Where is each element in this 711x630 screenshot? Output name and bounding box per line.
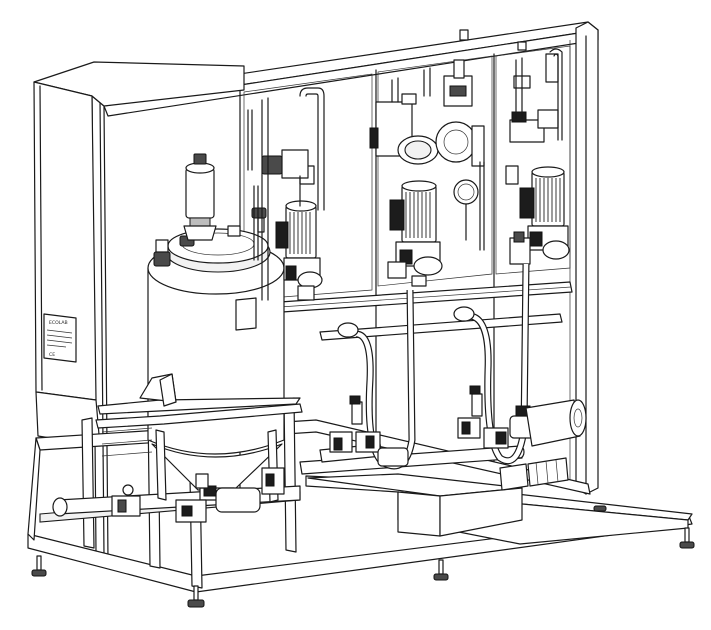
leveling-feet (31, 505, 695, 608)
nameplate-mark: CE (49, 352, 55, 358)
nameplate: ECOLAB CE (43, 313, 77, 363)
pump-3 (505, 53, 570, 265)
pump-2 (369, 59, 485, 287)
internal-piping (247, 48, 563, 301)
nameplate-brand: ECOLAB (49, 320, 68, 326)
pump-1 (261, 149, 323, 301)
lower-valves (329, 385, 587, 491)
tank-bottom-valves (111, 467, 285, 523)
mixing-tank (95, 153, 303, 503)
control-cabinet: ECOLAB CE (33, 61, 245, 447)
